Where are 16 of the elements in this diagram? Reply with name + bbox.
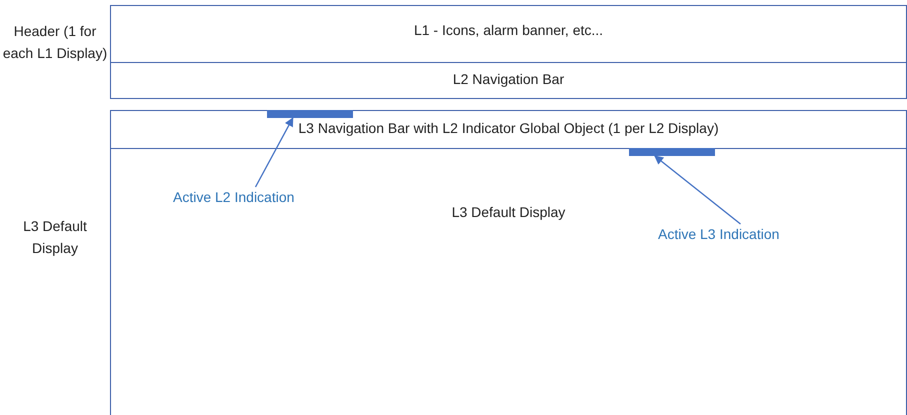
panel-title: L3 Navigation Bar with L2 Indicator Global Object (1 per L2 Display) xyxy=(297,120,720,136)
panel-title: L2 Navigation Bar xyxy=(452,71,566,87)
panel-title: L1 - Icons, alarm banner, etc... xyxy=(412,22,604,38)
navigation-bar xyxy=(110,110,907,149)
header-label: Header (1 for each L1 Display) xyxy=(2,22,108,63)
arrow xyxy=(654,155,741,224)
arrow xyxy=(254,117,294,188)
indicator-bar xyxy=(629,148,715,156)
navigation-bar xyxy=(110,62,907,99)
display-panel xyxy=(110,148,907,415)
annotation-text: Active L2 Indication xyxy=(173,189,323,209)
indicator-bar xyxy=(267,110,353,118)
annotation-text: Active L3 Indication xyxy=(658,226,808,246)
panel-title: L3 Default Display xyxy=(450,204,566,220)
region-label: L3 Default Display xyxy=(22,217,88,258)
header-bar xyxy=(110,5,907,63)
